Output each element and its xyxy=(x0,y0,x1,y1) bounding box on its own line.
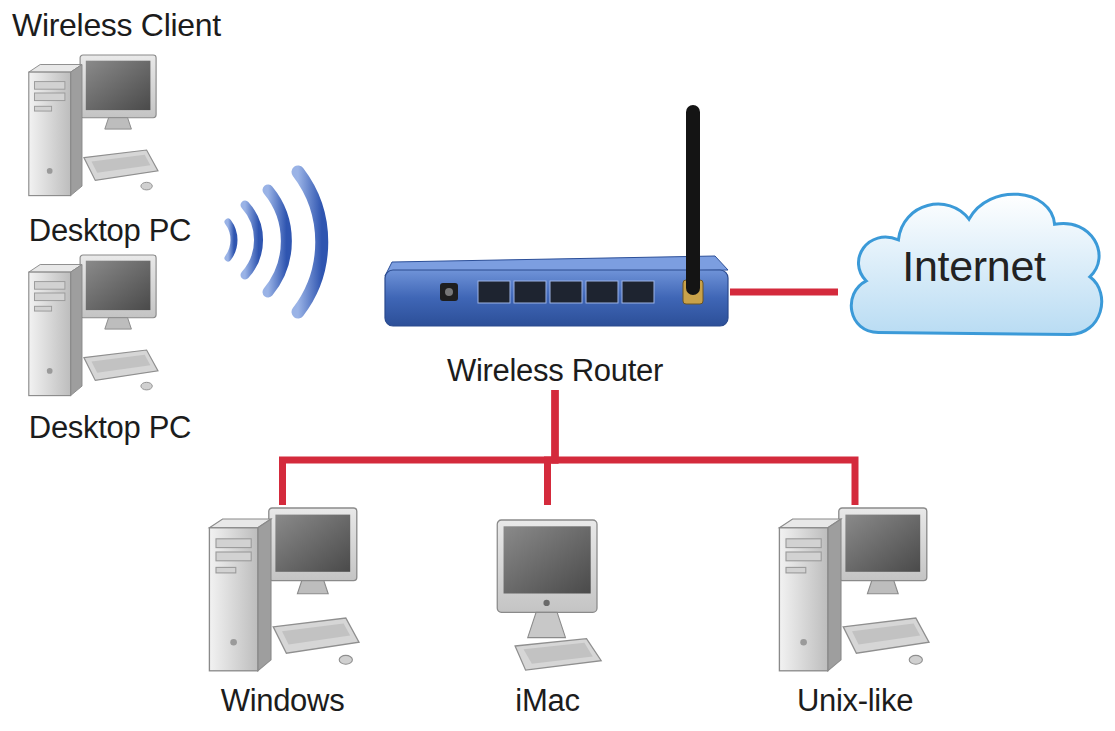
cloud-shape xyxy=(851,194,1101,334)
imac-computer: iMac xyxy=(480,505,615,720)
device-label: Wireless Router xyxy=(447,352,663,390)
device-label: Desktop PC xyxy=(29,212,191,250)
desktop-pc: Desktop PC xyxy=(10,55,210,250)
desktop-pc-icon xyxy=(29,255,158,396)
group-heading: Wireless Client xyxy=(12,6,221,44)
desktop-pc: Desktop PC xyxy=(10,255,210,447)
cloud-label: Internet xyxy=(902,241,1045,291)
device-label: Desktop PC xyxy=(29,409,191,447)
wireless-router: Wireless Router xyxy=(380,100,730,390)
internet-cloud: Internet xyxy=(838,178,1110,353)
device-label: iMac xyxy=(515,682,579,720)
unix-pc-icon xyxy=(779,508,929,671)
desktop-pc-icon xyxy=(29,55,158,196)
network-cable xyxy=(555,390,855,505)
network-cable xyxy=(283,390,556,505)
wireless-waves xyxy=(228,172,322,312)
device-label: Unix-like xyxy=(797,682,913,720)
wireless-router-icon xyxy=(385,105,728,326)
unix-computer: Unix-like xyxy=(765,505,945,720)
device-label: Windows xyxy=(221,682,345,720)
network-cable xyxy=(730,289,838,296)
windows-computer: Windows xyxy=(195,505,370,720)
windows-pc-icon xyxy=(209,508,359,671)
imac-icon xyxy=(497,520,601,670)
